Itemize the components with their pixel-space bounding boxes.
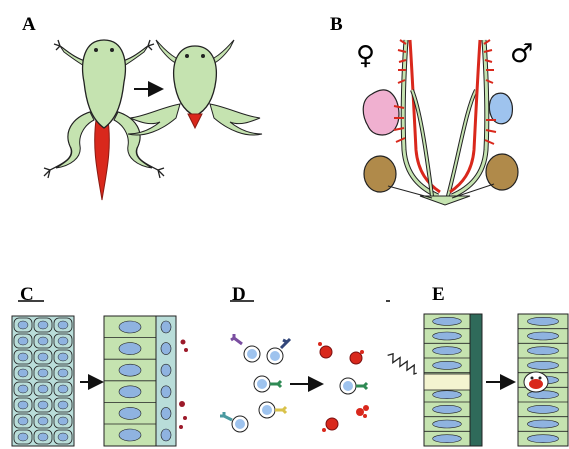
cell-nucleus xyxy=(433,332,462,340)
cell-nucleus xyxy=(38,369,48,377)
cell-nucleus xyxy=(433,435,462,443)
cell-nucleus xyxy=(18,353,28,361)
panel-b-label: B xyxy=(330,14,343,35)
cell-nucleus xyxy=(38,385,48,393)
cell-nucleus xyxy=(58,369,68,377)
panel-e-label: E xyxy=(432,284,445,305)
cell-nucleus xyxy=(58,337,68,345)
cell-nucleus xyxy=(527,361,558,369)
cell-nucleus xyxy=(527,420,558,428)
male-symbol: ♂ xyxy=(510,39,533,69)
cell-nucleus xyxy=(119,364,141,376)
panel-d: D xyxy=(220,284,369,432)
epithelium-icon xyxy=(424,314,482,446)
cell-nucleus xyxy=(433,317,462,325)
cell-nucleus xyxy=(18,433,28,441)
epithelium-icon xyxy=(12,316,74,446)
cell-nucleus xyxy=(161,386,171,398)
cell-nucleus xyxy=(119,429,141,441)
ovary xyxy=(363,90,399,135)
cell-nucleus xyxy=(38,417,48,425)
cell-nucleus xyxy=(18,337,28,345)
cell-nucleus xyxy=(119,343,141,355)
panel-e: E xyxy=(386,284,568,446)
cell-nucleus xyxy=(58,401,68,409)
cell-nucleus xyxy=(433,361,462,369)
cell-nucleus xyxy=(161,321,171,333)
reproductive-tract-icon xyxy=(363,40,518,205)
cell-nucleus xyxy=(119,407,141,419)
cell-nucleus xyxy=(161,364,171,376)
cell-nucleus xyxy=(58,353,68,361)
cell-nucleus xyxy=(433,420,462,428)
spring-signal-icon xyxy=(386,352,420,375)
cell-nucleus xyxy=(527,405,558,413)
immune-cell-icon xyxy=(318,342,369,432)
cell-nucleus xyxy=(38,401,48,409)
panel-a-label: A xyxy=(22,14,36,35)
cell-nucleus xyxy=(433,347,462,355)
cell-nucleus xyxy=(58,433,68,441)
cell-nucleus xyxy=(38,433,48,441)
cell-nucleus xyxy=(433,405,462,413)
cell-nucleus xyxy=(527,332,558,340)
cell-nucleus xyxy=(58,385,68,393)
panel-a: A xyxy=(22,14,262,200)
cell-nucleus xyxy=(527,435,558,443)
cell-nucleus xyxy=(119,321,141,333)
cell-nucleus xyxy=(58,417,68,425)
cell-nucleus xyxy=(38,353,48,361)
cell-nucleus xyxy=(38,321,48,329)
panel-c: C xyxy=(12,284,188,446)
cell-nucleus xyxy=(18,369,28,377)
panel-c-label: C xyxy=(20,284,34,305)
panel-d-label: D xyxy=(232,284,246,305)
cell-nucleus xyxy=(18,385,28,393)
female-symbol: ♀ xyxy=(356,41,375,71)
epithelium-icon xyxy=(518,314,568,446)
epithelium-icon xyxy=(104,316,188,446)
cell-nucleus xyxy=(433,391,462,399)
cell-nucleus xyxy=(58,321,68,329)
cell-nucleus xyxy=(161,343,171,355)
cell-nucleus xyxy=(18,401,28,409)
immune-cell-icon xyxy=(220,334,290,432)
cell-nucleus xyxy=(38,337,48,345)
froglet-icon xyxy=(128,40,262,135)
cell-nucleus xyxy=(161,429,171,441)
panel-b: B ♀ ♂ xyxy=(330,14,533,205)
cell-nucleus xyxy=(527,317,558,325)
cell-nucleus xyxy=(18,417,28,425)
cell-nucleus xyxy=(18,321,28,329)
cell-nucleus xyxy=(119,386,141,398)
cell-nucleus xyxy=(161,407,171,419)
cell-nucleus xyxy=(527,347,558,355)
